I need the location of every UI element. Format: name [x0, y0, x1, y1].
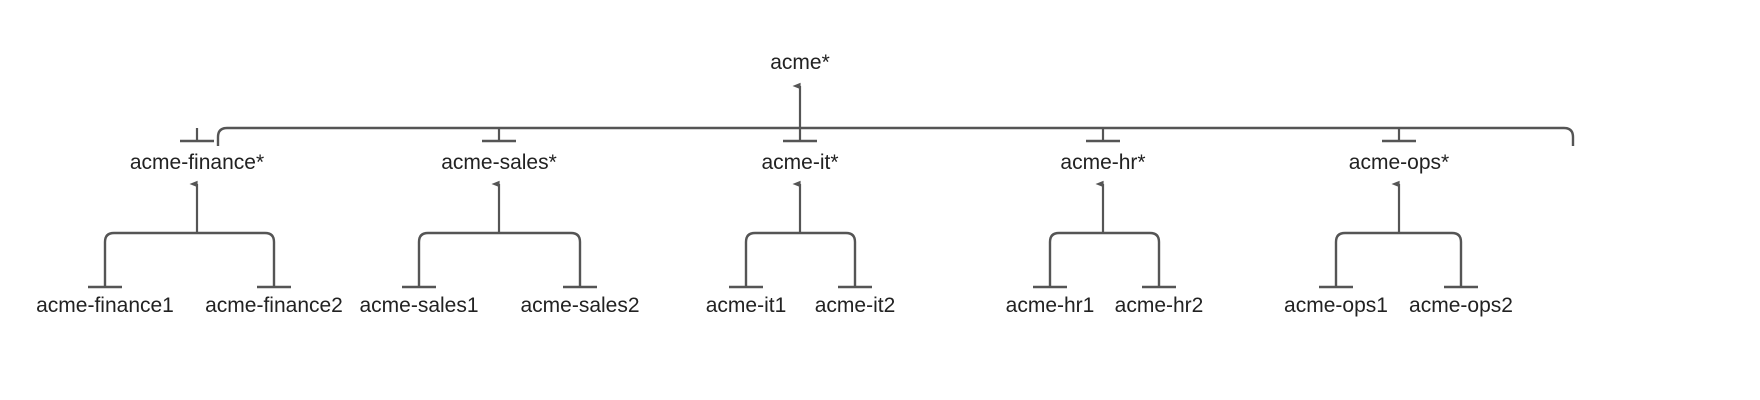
node-acme-sales1[interactable]: acme-sales1 [359, 294, 479, 317]
node-acme-finance1[interactable]: acme-finance1 [36, 294, 174, 317]
node-acme-sales2[interactable]: acme-sales2 [520, 294, 640, 317]
edge-bus-to-acme-sales [482, 128, 516, 143]
node-acme-ops2[interactable]: acme-ops2 [1409, 294, 1513, 317]
node-acme-finance[interactable]: acme-finance* [129, 151, 265, 174]
edge-bus-to-acme-it [783, 128, 817, 143]
node-acme-it2[interactable]: acme-it2 [814, 294, 896, 317]
node-acme-ops[interactable]: acme-ops* [1348, 151, 1450, 174]
node-acme-finance2[interactable]: acme-finance2 [205, 294, 343, 317]
edge-bus-to-acme-finance [180, 128, 214, 143]
edge-bracket-acme-it [729, 231, 872, 289]
node-acme-it1[interactable]: acme-it1 [705, 294, 787, 317]
node-acme-it[interactable]: acme-it* [761, 151, 839, 174]
node-acme-hr[interactable]: acme-hr* [1060, 151, 1146, 174]
edge-bracket-acme-hr [1033, 231, 1176, 289]
node-acme-sales[interactable]: acme-sales* [441, 151, 557, 174]
node-acme-hr1[interactable]: acme-hr1 [1005, 294, 1095, 317]
edge-bracket-acme-finance [88, 231, 291, 289]
edge-bus-to-acme-hr [1086, 128, 1120, 143]
edge-bracket-acme-sales [402, 231, 597, 289]
edge-bracket-acme-ops [1319, 231, 1478, 289]
edge-bus-bar [216, 126, 1575, 146]
node-acme-hr2[interactable]: acme-hr2 [1114, 294, 1204, 317]
node-acme[interactable]: acme* [770, 51, 830, 74]
node-acme-ops1[interactable]: acme-ops1 [1284, 294, 1388, 317]
edge-bus-to-acme-ops [1382, 128, 1416, 143]
